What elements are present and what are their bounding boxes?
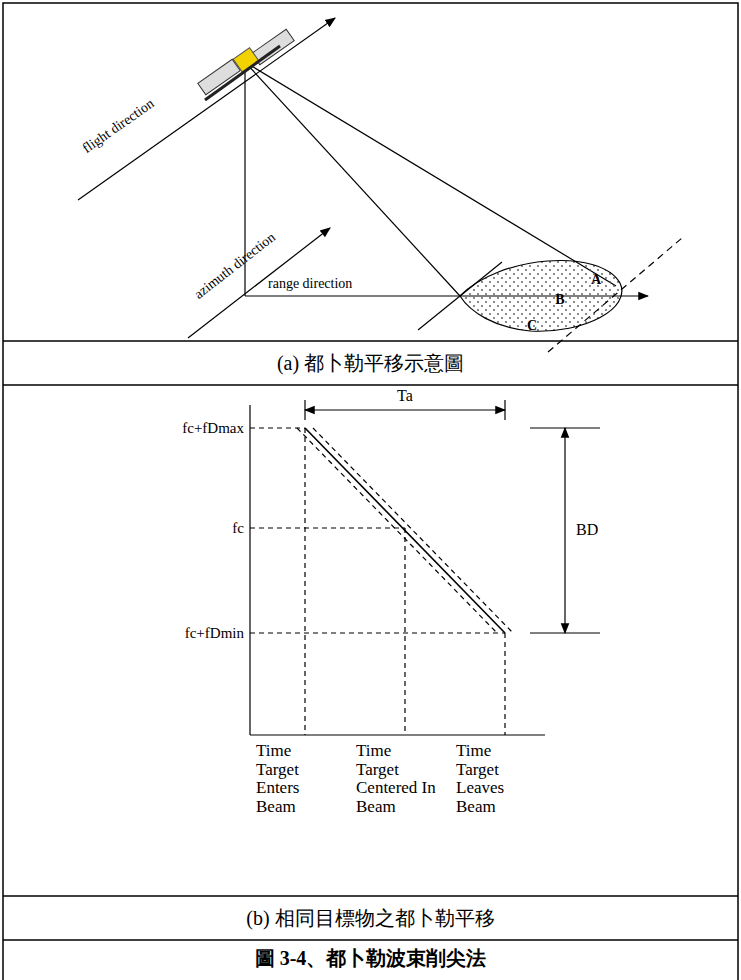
bandwidth-label: BD bbox=[576, 521, 598, 539]
satellite bbox=[198, 29, 294, 100]
interval-label: Ta bbox=[397, 387, 413, 405]
time-label: Time Target Enters Beam bbox=[256, 742, 336, 817]
time-label: Time Target Centered In Beam bbox=[356, 742, 436, 817]
doppler-chart bbox=[250, 400, 600, 735]
caption-cell: (a) 都卜勒平移示意圖 bbox=[3, 341, 738, 385]
point-label: B bbox=[555, 292, 564, 307]
axis-label: flight direction bbox=[80, 96, 157, 157]
figure-title: 圖 3-4、都卜勒波束削尖法 bbox=[0, 945, 741, 972]
caption-cell: (b) 相同目標物之都卜勒平移 bbox=[3, 896, 738, 940]
caption-text: (b) 相同目標物之都卜勒平移 bbox=[246, 905, 494, 932]
caption-text: (a) 都卜勒平移示意圖 bbox=[277, 350, 464, 377]
frequency-label: fc+fDmin bbox=[185, 625, 244, 642]
sar-geometry bbox=[78, 18, 682, 352]
axis-label: azimuth direction bbox=[191, 229, 278, 302]
frequency-label: fc+fDmax bbox=[182, 420, 244, 437]
point-label: A bbox=[591, 272, 601, 287]
frequency-label: fc bbox=[232, 520, 244, 537]
axis-label: range direction bbox=[268, 276, 352, 291]
point-label: C bbox=[527, 318, 537, 333]
time-label: Time Target Leaves Beam bbox=[456, 742, 536, 817]
table-frame bbox=[3, 3, 738, 980]
